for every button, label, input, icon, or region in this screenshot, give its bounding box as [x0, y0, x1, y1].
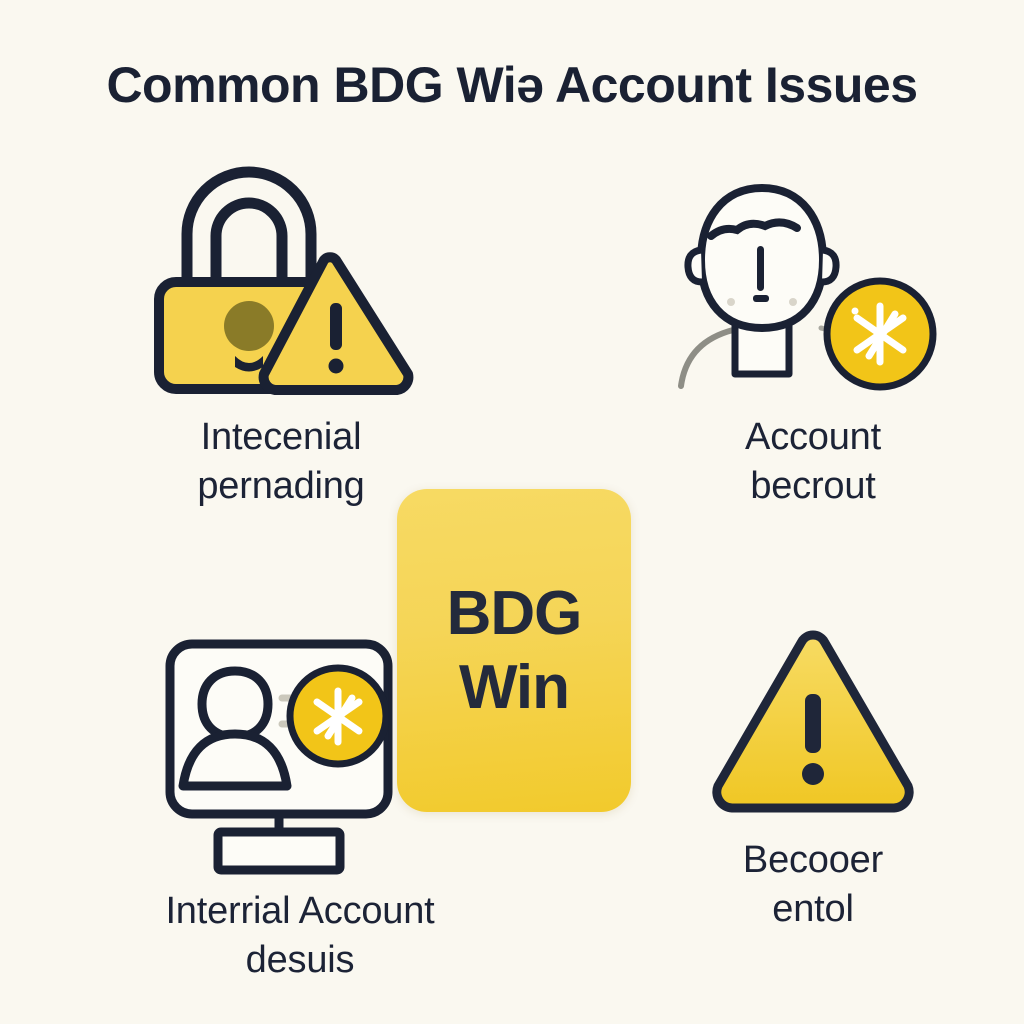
padlock-warning-icon — [131, 166, 431, 395]
label-line-2: pernading — [197, 464, 365, 507]
brand-card-bdg-win[interactable]: BDG Win — [397, 489, 631, 812]
label-line-2: entol — [772, 887, 854, 930]
brand-line-1: BDG — [446, 579, 583, 649]
issue-label-recovery-error: Becooer entol — [648, 836, 978, 933]
label-line-1: Becooer — [742, 839, 884, 881]
brand-line-2: Win — [458, 652, 570, 722]
issue-label-account-lockout: Account becrout — [648, 413, 978, 510]
label-line-2: desuis — [245, 938, 355, 981]
issue-card-recovery-error: Becooer entol — [648, 628, 978, 933]
page-title: Common BDG Wiə Account Issues — [106, 57, 918, 113]
label-line-1: Intecenial — [200, 416, 362, 458]
label-line-1: Interrial Account — [165, 890, 435, 932]
label-line-1: Account — [745, 416, 881, 458]
issue-card-account-lockout: Account becrout — [648, 178, 978, 510]
issue-label-credential-pending: Intecenial pernading — [116, 413, 446, 510]
warning-triangle-icon — [708, 628, 918, 818]
issue-card-credential-pending: Intecenial pernading — [116, 166, 446, 510]
person-alert-badge-icon — [663, 178, 963, 393]
monitor-user-badge-icon — [160, 636, 440, 875]
label-line-2: becrout — [750, 464, 876, 507]
issue-card-internal-account-details: Interrial Account desuis — [100, 636, 500, 984]
issue-label-internal-account-details: Interrial Account desuis — [100, 887, 500, 984]
